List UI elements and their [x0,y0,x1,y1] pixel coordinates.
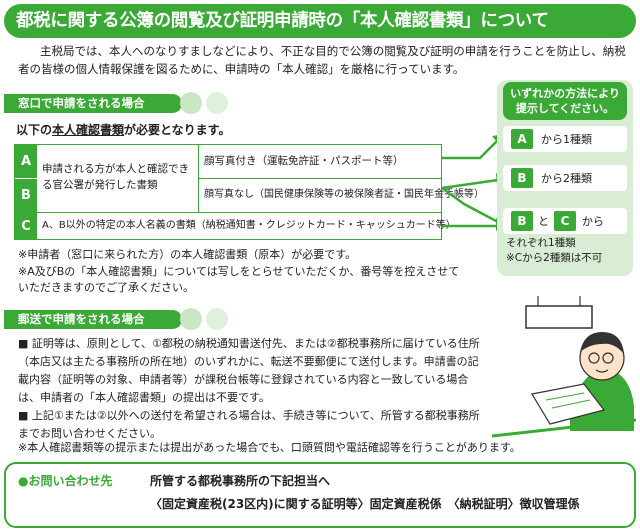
arrow-b [441,178,499,190]
option-bc-warning: ※Cから2種類は不可 [506,252,603,264]
divider [198,145,199,212]
mail-note: ※本人確認書類等の提示または提出があった場合でも、口頭質問や電話確認等を行うこと… [18,441,521,454]
decor-dot [180,308,202,330]
contact-box [4,462,636,528]
divider [199,178,442,179]
decor-dot [206,308,228,330]
b-detail: 顔写真なし（国民健康保険等の被保険者証・国民年金手帳等） [204,189,484,200]
document-line [551,399,591,409]
page-title: 都税に関する公簿の閲覧及び証明申請時の「本人確認書類」について [4,4,636,38]
option-a: A から1種類 [503,126,627,152]
contact-label: ●お問い合わせ先 [18,474,113,488]
id-documents-table [14,144,442,240]
document-sheet [531,383,606,425]
tag-b: B [511,211,533,231]
option-a-text: から1種類 [541,133,592,146]
option-b-text: から2種類 [541,172,592,185]
counter-edge [492,418,636,438]
option-bc-and: と [538,215,549,228]
a-detail: 顔写真付き（運転免許証・パスポート等） [204,155,404,167]
clerk-illustration [492,296,636,438]
glasses-right [602,352,614,364]
tag-a: A [511,129,533,149]
mail-bullet-2: ■ 上記①または②以外への送付を希望される場合は、手続き等について、所管する都税… [18,409,480,440]
mail-bullet-1: ■ 証明等は、原則として、①都税の納税通知書送付先、または②都税事務所に届けてい… [18,337,480,404]
document-line [545,392,585,401]
mail-section-heading: 郵送で申請をされる場合 [4,310,182,329]
option-b: B から2種類 [503,165,627,191]
options-heading: いずれかの方法により提示してください。 [503,82,627,120]
arrow-a [442,139,499,160]
label-c: C [15,213,37,239]
divider [15,178,37,179]
tag-b: B [511,168,533,188]
label-b: B [15,179,37,212]
option-bc-text: から [582,215,604,228]
ab-description: 申請される方が本人と確認できる官公署が発行した書類 [42,163,189,191]
option-bc: B と C から [503,208,627,234]
note-copy: ※A及びBの「本人確認書類」については写しをとらせていただくか、番号等を控えさせ… [18,265,460,294]
label-a: A [15,145,37,178]
required-docs-heading: 以下の本人確認書類が必要となります。 [16,123,231,137]
mail-instructions: ■ 証明等は、原則として、①都税の納税通知書送付先、または②都税事務所に届けてい… [18,335,486,443]
tag-c: C [554,211,576,231]
decor-dot [180,92,202,114]
option-bc-sub: それぞれ1種類 [506,237,576,249]
divider [15,212,442,213]
counter-sign [525,305,593,329]
note-original-doc: ※申請者（窓口に来られた方）の本人確認書類（原本）が必要です。 [18,248,357,261]
contact-line-2: 〈固定資産税(23区内)に関する証明等〉固定資産税係 〈納税証明〉徴収管理係 [150,497,580,511]
c-description: A、B以外の特定の本人名義の書類（納税通知書・クレジットカード・キャッシュカード… [42,220,456,231]
clerk-hair [580,332,624,354]
glasses-left [588,352,600,364]
contact-line-1: 所管する都税事務所の下記担当へ [150,474,331,488]
clerk-smile [595,369,609,373]
arrow-bc [441,186,499,224]
intro-text: 主税局では、本人へのなりすましなどにより、不正な目的で公簿の閲覧及び証明の申請を… [18,44,626,76]
decor-dot [206,92,228,114]
counter-section-heading: 窓口で申請をされる場合 [4,94,182,113]
